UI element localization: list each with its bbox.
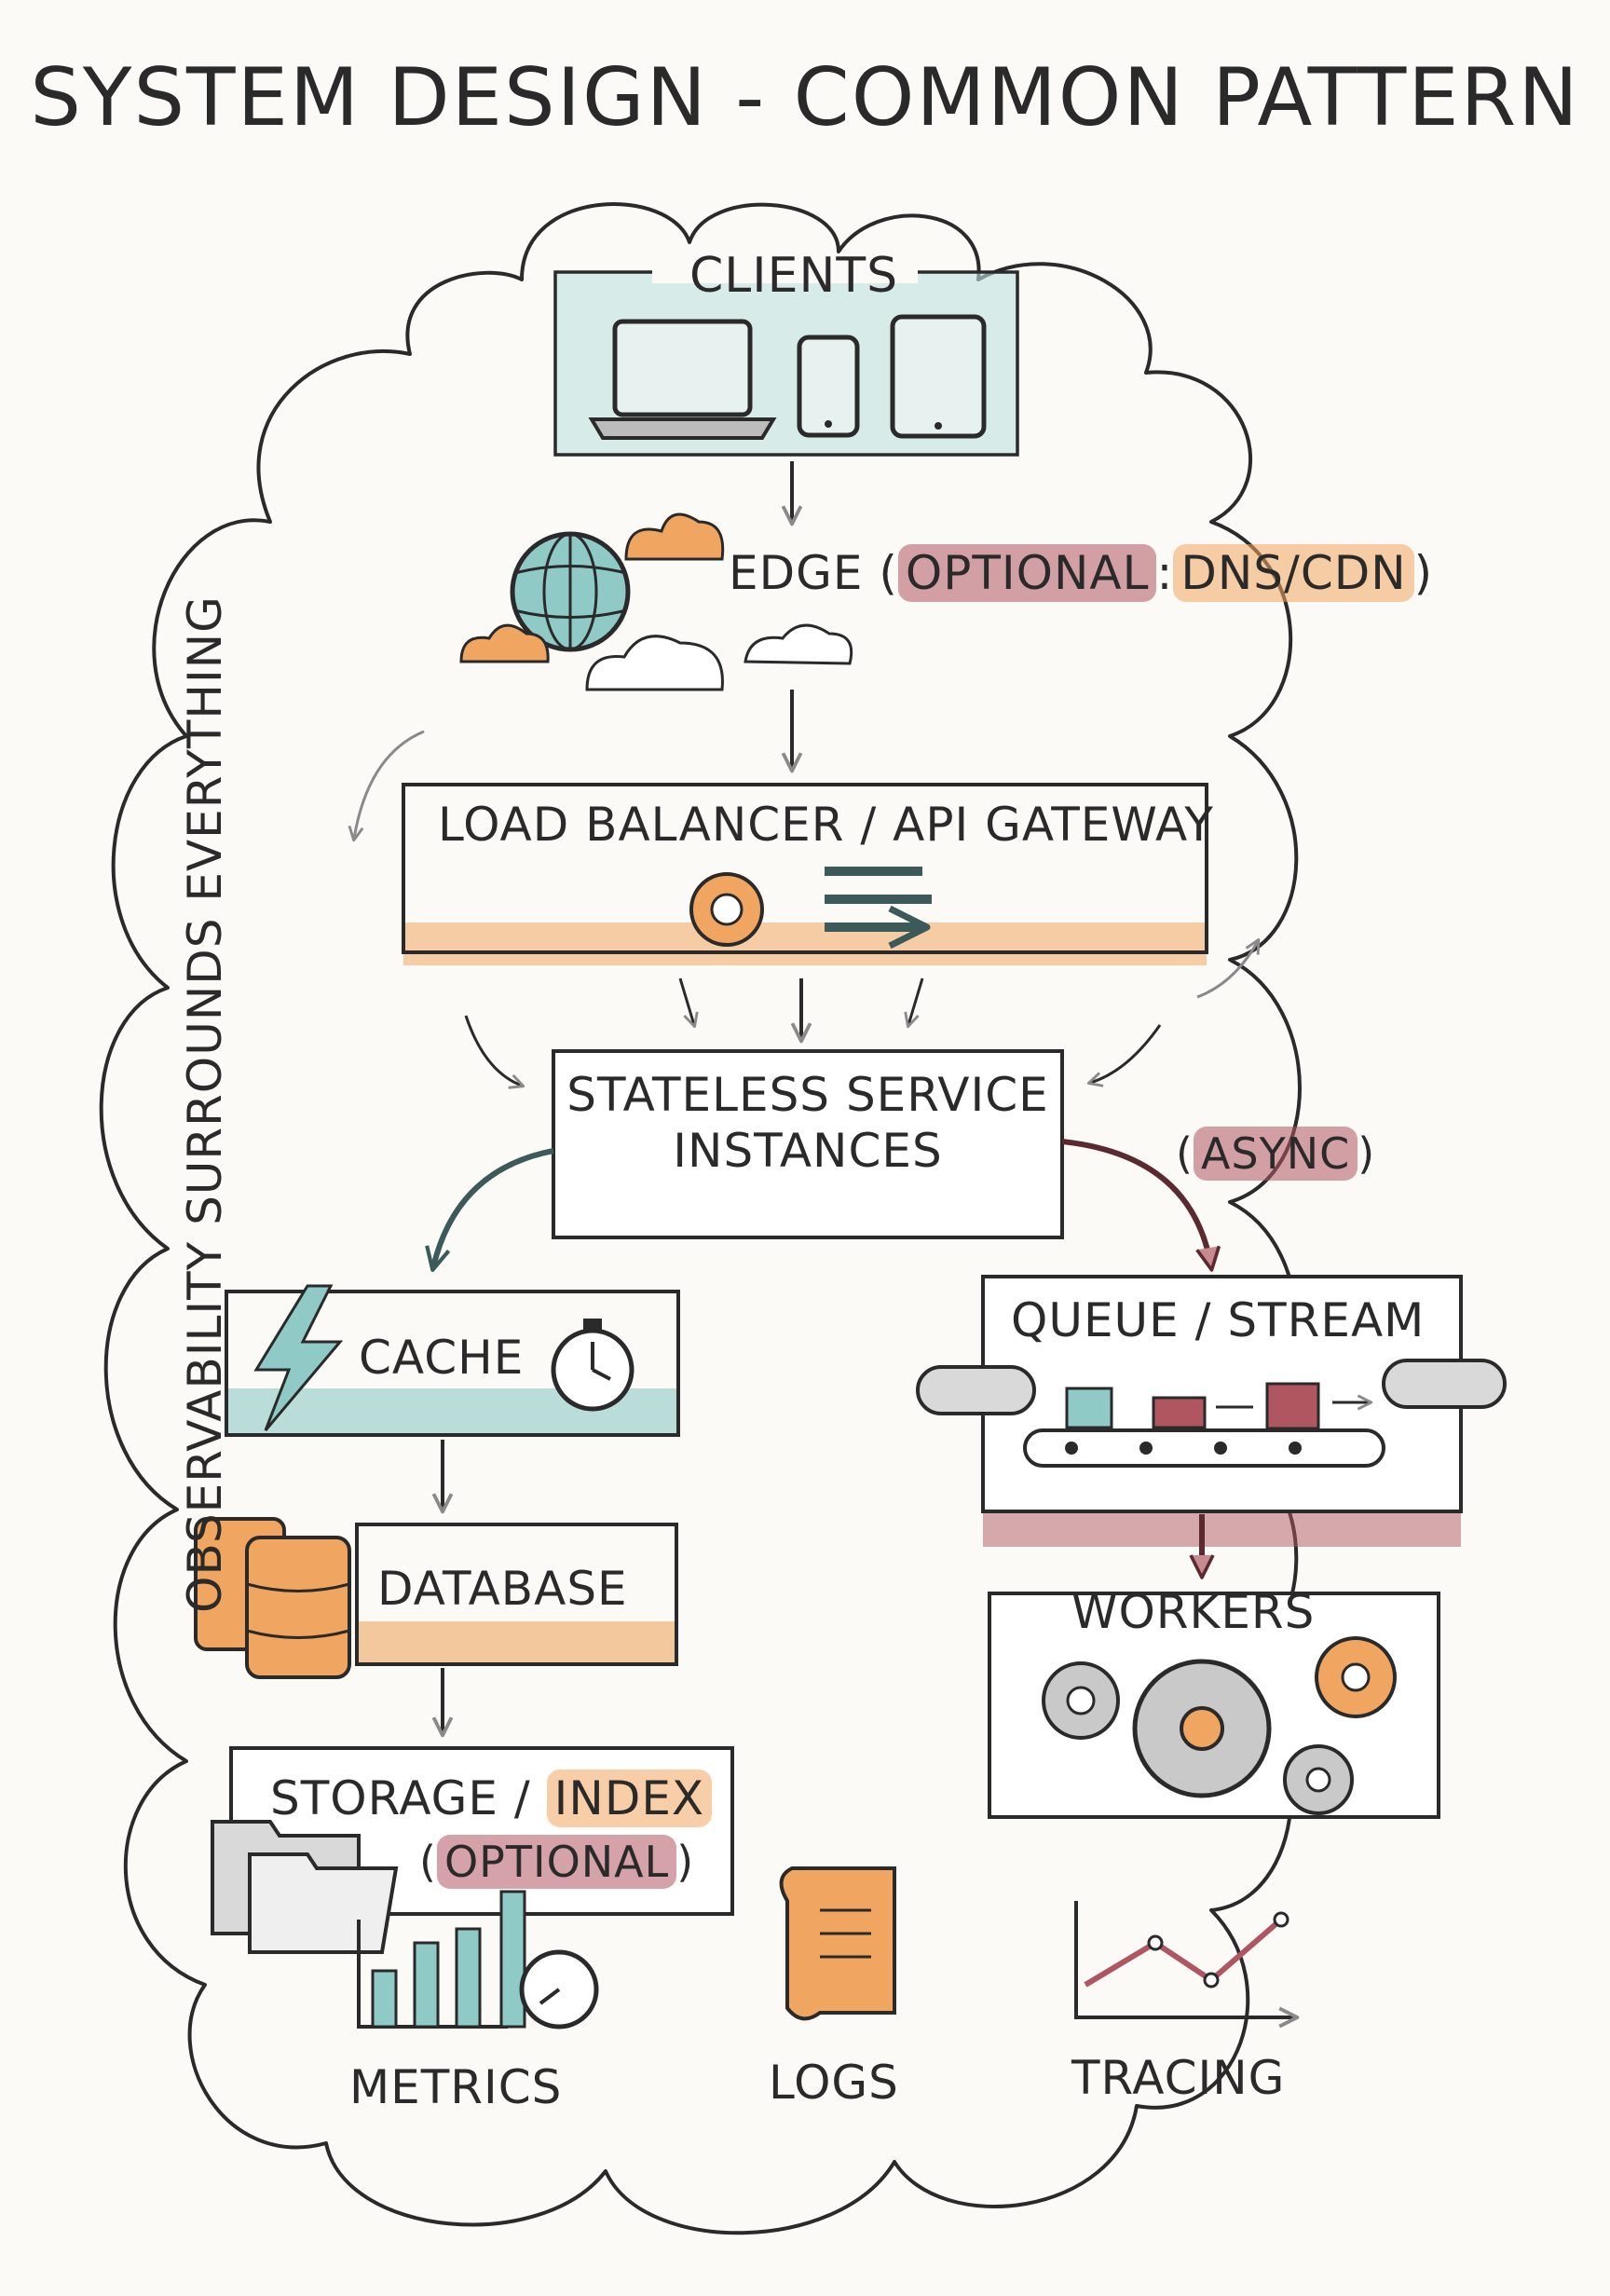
clients-box xyxy=(553,261,1019,457)
database-label: DATABASE xyxy=(377,1562,628,1616)
workers-label: WORKERS xyxy=(1071,1585,1316,1639)
scroll-icon xyxy=(779,1866,896,2021)
database-icon xyxy=(194,1517,351,1679)
edge-close-paren: ) xyxy=(1413,546,1434,600)
stateless-label-2: INSTANCES xyxy=(673,1124,943,1178)
stopwatch-icon xyxy=(519,1949,599,2030)
bar-chart-icon xyxy=(357,1890,599,2030)
stateless-label-1: STATELESS SERVICE xyxy=(566,1068,1049,1122)
edge-colon: : xyxy=(1156,546,1174,600)
storage-open-paren: ( xyxy=(419,1837,437,1887)
load-balancer-box xyxy=(402,783,1208,965)
cache-label: CACHE xyxy=(359,1331,525,1385)
edge-open-paren: ( xyxy=(879,546,898,600)
queue-label: QUEUE / STREAM xyxy=(1011,1293,1426,1347)
laptop-icon xyxy=(588,319,777,440)
storage-label: STORAGE / INDEX xyxy=(270,1770,713,1827)
conveyor-icon xyxy=(916,1359,1507,1468)
clients-label: CLIENTS xyxy=(689,248,899,304)
storage-prefix: STORAGE / xyxy=(270,1771,531,1825)
observability-cloud xyxy=(99,202,1302,2235)
gear-icon xyxy=(689,872,764,947)
globe-icon xyxy=(510,531,631,652)
metrics-label: METRICS xyxy=(349,2060,563,2114)
edge-label: EDGE (OPTIONAL:DNS/CDN) xyxy=(729,544,1433,602)
side-label: OBSERVABILITY SURROUNDS EVERYTHING xyxy=(178,595,232,1613)
workers-box xyxy=(988,1592,1440,1819)
queue-box xyxy=(916,1275,1507,1547)
storage-optional: (OPTIONAL) xyxy=(419,1835,694,1889)
storage-close-paren: ) xyxy=(676,1837,695,1887)
async-badge: ASYNC xyxy=(1193,1127,1358,1181)
edge-title: EDGE xyxy=(729,546,864,600)
phone-icon xyxy=(797,335,860,438)
storage-optional-badge: OPTIONAL xyxy=(436,1835,677,1889)
storage-index-badge: INDEX xyxy=(546,1770,713,1827)
edge-optional-badge: OPTIONAL xyxy=(897,544,1157,602)
cache-box xyxy=(225,1284,680,1437)
edge-detail-badge: DNS/CDN xyxy=(1173,544,1414,602)
async-label: (ASYNC) xyxy=(1176,1127,1375,1181)
lightning-icon xyxy=(253,1284,344,1431)
gear-icon xyxy=(1042,1636,1397,1815)
async-open-paren: ( xyxy=(1176,1128,1194,1179)
database-box xyxy=(194,1517,678,1679)
async-close-paren: ) xyxy=(1358,1128,1376,1179)
stopwatch-icon xyxy=(551,1319,634,1412)
stateless-box xyxy=(552,1049,1064,1239)
page-title: SYSTEM DESIGN - COMMON PATTERN xyxy=(30,51,1580,144)
tablet-icon xyxy=(890,314,987,439)
line-chart-icon xyxy=(1074,1901,1300,2029)
tracing-label: TRACING xyxy=(1071,2051,1286,2105)
logs-label: LOGS xyxy=(769,2056,899,2110)
cloud-icon xyxy=(459,512,853,691)
load-balancer-label: LOAD BALANCER / API GATEWAY xyxy=(438,798,1214,852)
